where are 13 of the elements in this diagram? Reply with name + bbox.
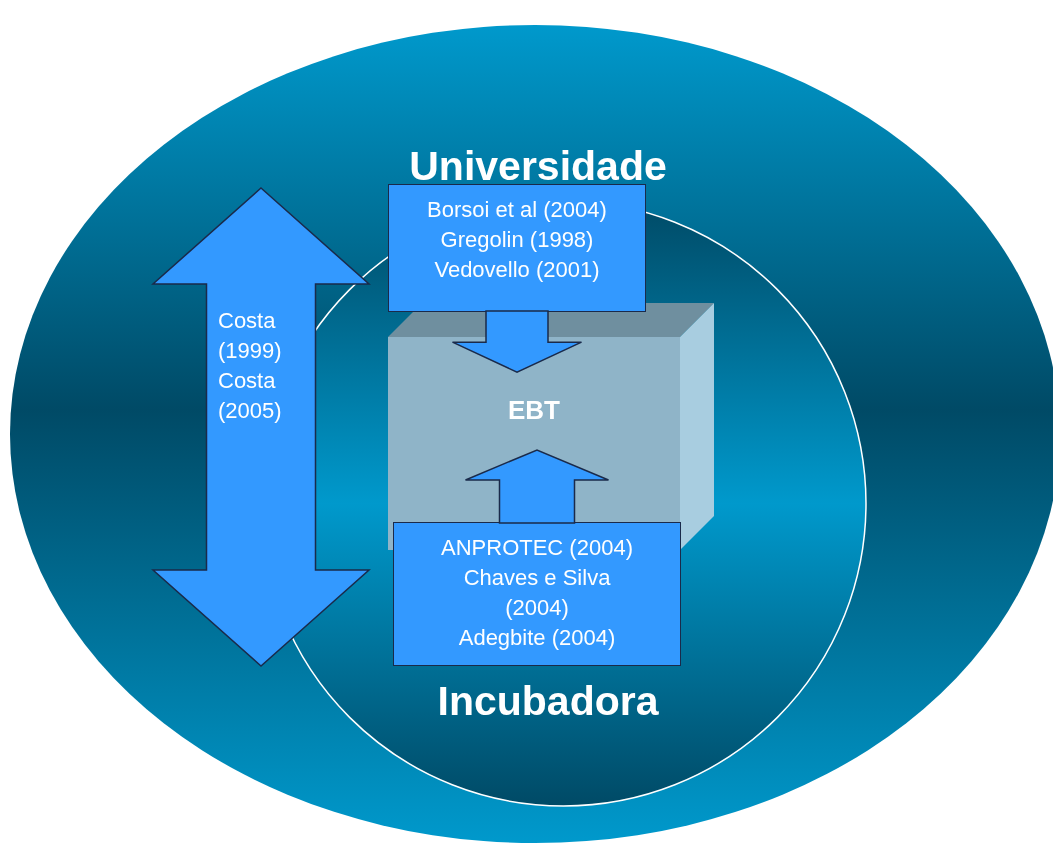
cube-label: EBT [507, 395, 561, 425]
block-arrow [451, 310, 583, 373]
block-arrow [464, 449, 610, 524]
region-title: Incubadora [436, 678, 660, 724]
reference-text: Vedovello (2001) [434, 256, 600, 284]
reference-text: Borsoi et al (2004) [427, 196, 607, 224]
reference-text: ANPROTEC (2004) [441, 534, 633, 562]
arrow-text: Costa (2005) [218, 367, 283, 425]
reference-text: Chaves e Silva (2004) [462, 564, 612, 622]
reference-text: Adegbite (2004) [458, 624, 616, 652]
arrow-text: Costa (1999) [218, 307, 283, 365]
reference-text: Gregolin (1998) [440, 226, 594, 254]
region-title: Universidade [408, 143, 668, 189]
